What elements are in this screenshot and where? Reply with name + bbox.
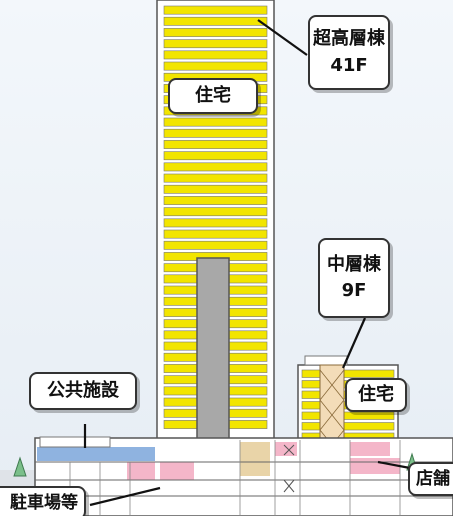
store-label: 店舗 [408, 462, 453, 496]
tower-floor-band [163, 5, 268, 15]
tower-floor-band [163, 218, 268, 228]
public-facility-area [37, 447, 155, 461]
store-area-center [160, 462, 194, 480]
public-facility-label: 公共施設 [29, 372, 137, 410]
high-rise-tower-label: 超高層棟 41F [308, 15, 390, 90]
tower-floor-band [163, 173, 268, 183]
tower-floor-band [163, 140, 268, 149]
leader-mid-rise [341, 317, 367, 369]
tower-floor-band [163, 151, 268, 161]
tower-floor-band [163, 184, 268, 194]
tower-floor-band [163, 162, 268, 172]
tower-floor-band [163, 50, 268, 60]
residential-mid-label: 住宅 [345, 378, 407, 412]
tower-floor-band [163, 240, 268, 250]
mid-rise-tower-floors: 9F [341, 280, 367, 301]
mid-tower-floor-band [301, 411, 395, 420]
high-rise-tower [156, 0, 275, 516]
tower-floor-band [163, 117, 268, 127]
tower-floor-band [163, 229, 268, 239]
store-area-right [350, 458, 400, 474]
leader-parking [89, 486, 161, 507]
tower-floor-band [163, 128, 268, 138]
mid-rooftop [304, 355, 348, 366]
mid-tower-floor-band [301, 422, 395, 431]
leader-lines [83, 19, 411, 507]
parking-label: 駐車場等 [0, 486, 86, 516]
residential-upper-label: 住宅 [168, 78, 258, 114]
mid-tower-floor-band [301, 369, 395, 378]
tower-floor-band [163, 28, 268, 37]
tower-floor-band [163, 16, 268, 26]
store-area-mid-1 [275, 442, 297, 456]
mid-rise-tower-label: 中層棟 9F [318, 238, 390, 318]
mid-rise-tower-name: 中層棟 [327, 253, 381, 275]
store-area-left [127, 462, 155, 480]
public-rooftop [39, 436, 111, 448]
podium [34, 436, 453, 516]
tower-floor-band [163, 39, 268, 49]
store-area-mid-2 [350, 442, 390, 456]
leader-high-rise [257, 19, 308, 56]
tower-floor-band [163, 196, 268, 205]
tree-left [13, 456, 27, 477]
tower-floor-band [163, 207, 268, 217]
tower-floor-band [163, 61, 268, 71]
lobby-area [240, 442, 270, 476]
high-rise-tower-floors: 41F [330, 54, 368, 76]
podium-elevator-marks [283, 444, 295, 493]
leader-store [377, 460, 411, 470]
high-rise-tower-name: 超高層棟 [313, 28, 385, 50]
